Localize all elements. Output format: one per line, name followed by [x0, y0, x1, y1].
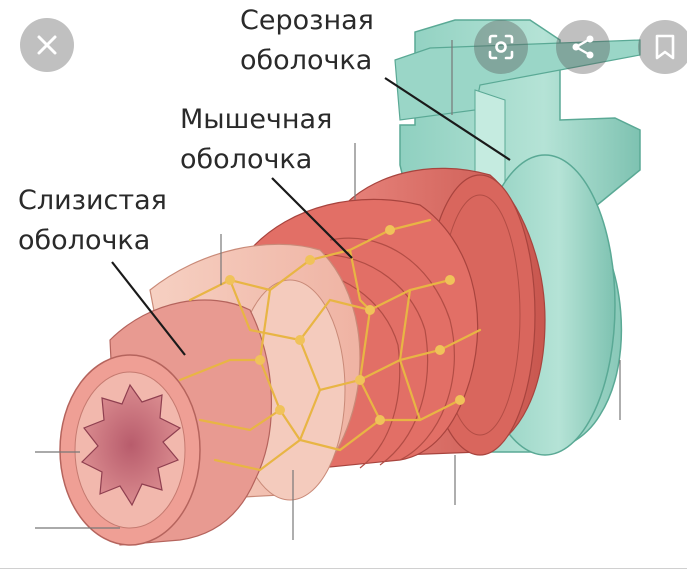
close-icon	[37, 35, 57, 55]
serosa-label-line1: Серозная	[240, 5, 374, 36]
leader-lines	[111, 77, 511, 356]
bookmark-button[interactable]	[638, 20, 687, 74]
mucosa-pointer	[111, 261, 186, 356]
mucosa-label-line1: Слизистая	[18, 185, 167, 216]
share-icon	[572, 35, 594, 59]
bottom-divider	[0, 568, 687, 569]
muscular-label-line1: Мышечная	[180, 104, 333, 135]
serosa-label-line2: оболочка	[240, 45, 373, 76]
nerve-ganglia	[225, 225, 465, 425]
muscular-label-line2: оболочка	[180, 144, 313, 175]
lens-search-button[interactable]	[474, 20, 528, 74]
mucosa-layer	[59, 299, 272, 546]
serosa-pointer	[384, 77, 511, 161]
lens-search-icon	[488, 34, 514, 60]
tick-lines	[35, 40, 621, 540]
mucosa-label-line2: оболочка	[18, 225, 151, 256]
bookmark-icon	[655, 34, 675, 60]
muscular-pointer	[271, 177, 353, 259]
close-button[interactable]	[20, 18, 74, 72]
share-button[interactable]	[556, 20, 610, 74]
